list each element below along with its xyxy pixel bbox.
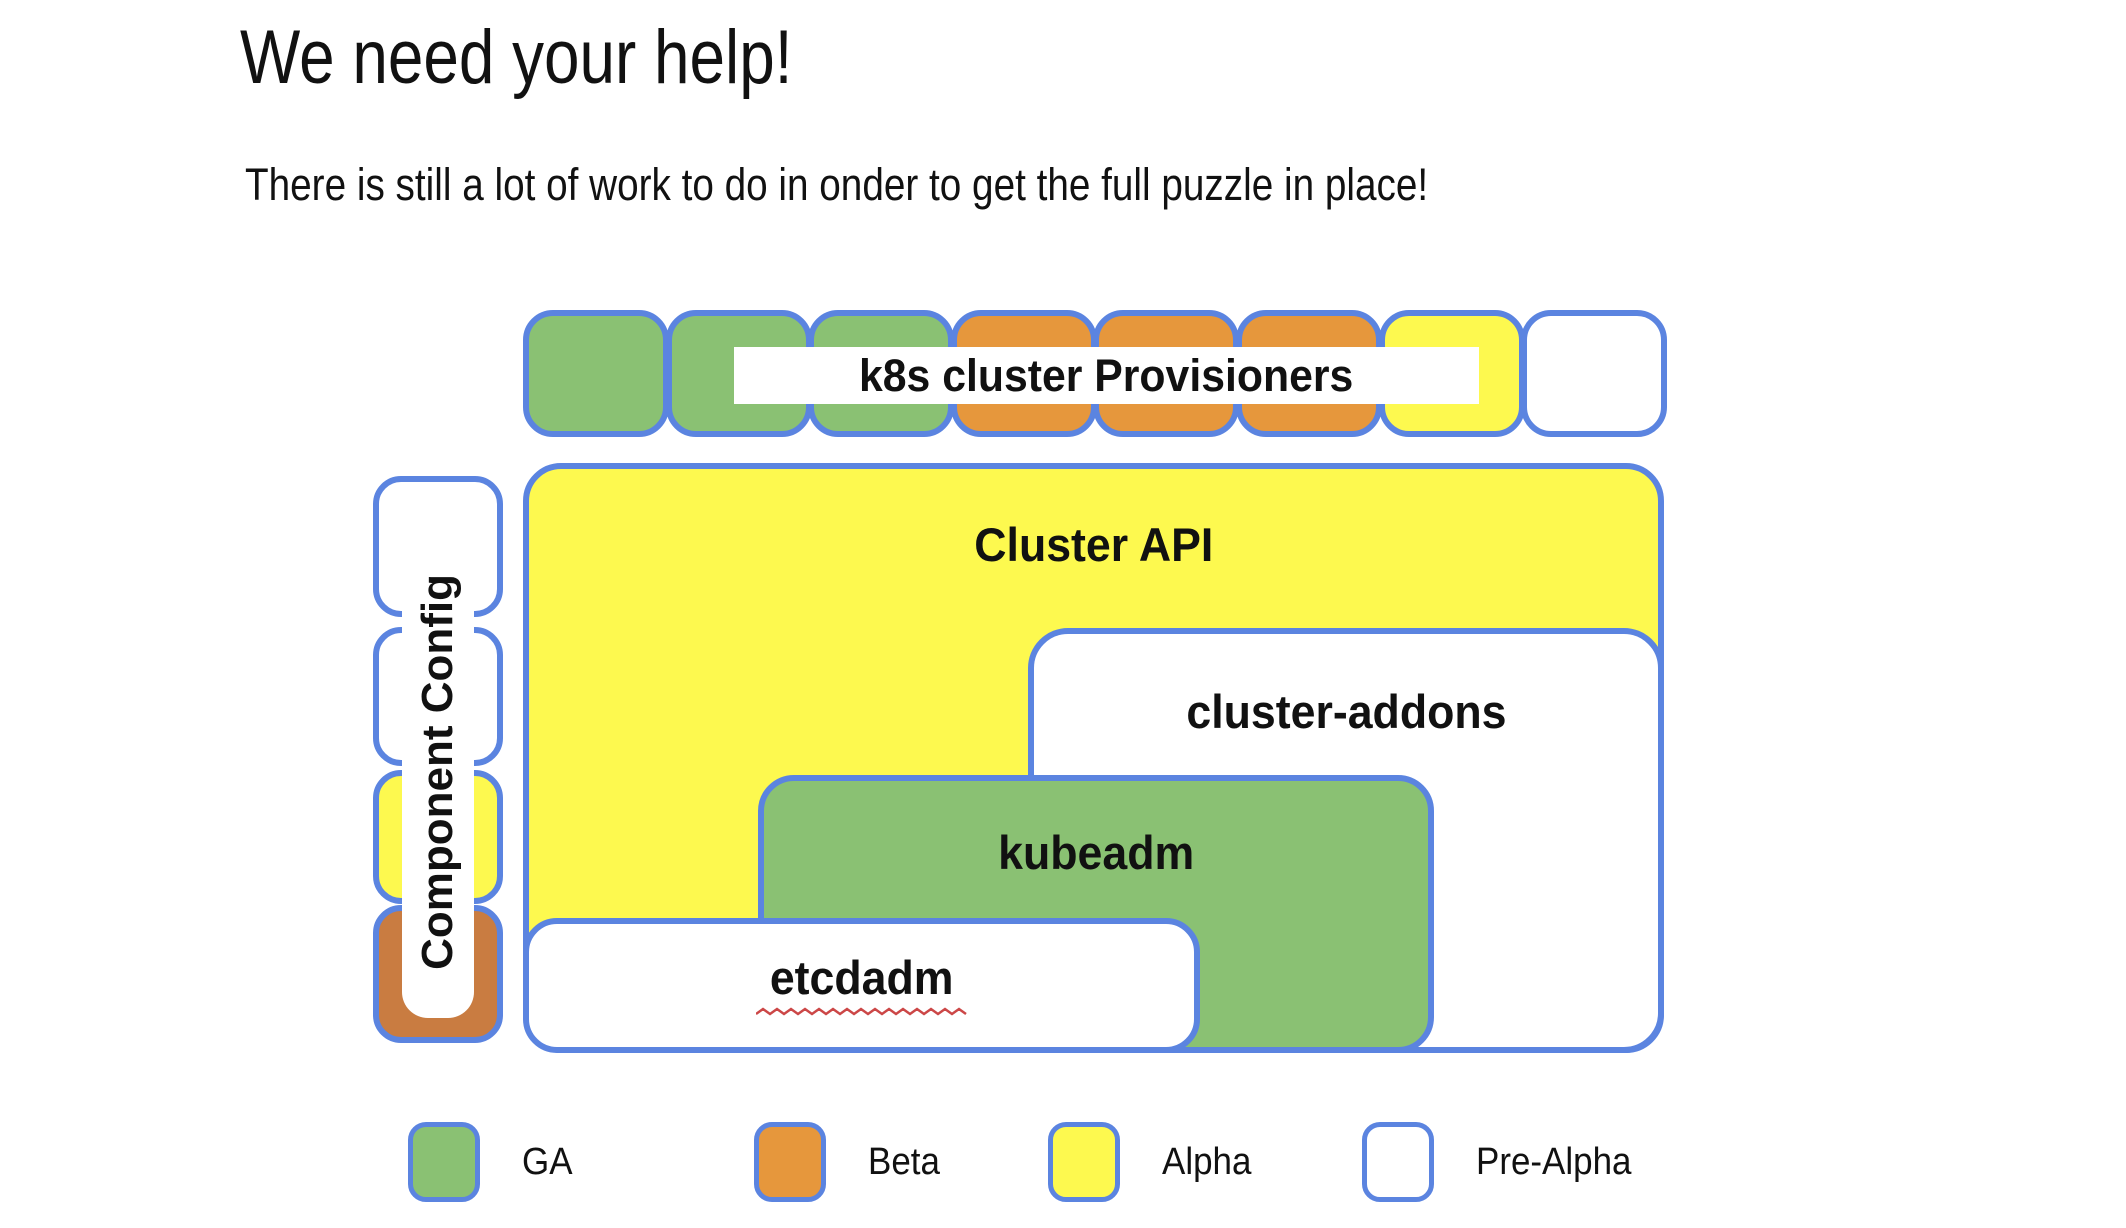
slide-title: We need your help! xyxy=(240,15,793,100)
legend-item-pre_alpha: Pre-Alpha xyxy=(1362,1122,1645,1202)
component-config-label: Component Config xyxy=(402,526,474,1018)
legend-item-ga: GA xyxy=(408,1122,577,1202)
kubeadm-label: kubeadm xyxy=(997,826,1195,879)
slide-subtitle: There is still a lot of work to do in on… xyxy=(245,159,1429,210)
legend-label-ga: GA xyxy=(522,1140,573,1183)
legend-label-alpha: Alpha xyxy=(1162,1140,1252,1183)
legend-item-beta: Beta xyxy=(754,1122,946,1202)
provisioner-square-ga-1 xyxy=(523,310,669,437)
legend-item-alpha: Alpha xyxy=(1048,1122,1259,1202)
legend-swatch-ga xyxy=(408,1122,480,1202)
legend-label-beta: Beta xyxy=(868,1140,940,1183)
legend-swatch-beta xyxy=(754,1122,826,1202)
etcdadm-box: etcdadm xyxy=(523,918,1200,1053)
component-config-label-text: Component Config xyxy=(413,574,462,970)
legend-swatch-alpha xyxy=(1048,1122,1120,1202)
etcdadm-label: etcdadm xyxy=(769,951,954,1004)
cluster-addons-label: cluster-addons xyxy=(1185,685,1507,738)
provisioners-label: k8s cluster Provisioners xyxy=(734,347,1479,404)
legend-swatch-pre_alpha xyxy=(1362,1122,1434,1202)
cluster-api-label: Cluster API xyxy=(973,518,1214,571)
legend-label-pre_alpha: Pre-Alpha xyxy=(1476,1140,1632,1183)
provisioners-label-text: k8s cluster Provisioners xyxy=(859,350,1354,401)
spellcheck-squiggle-icon xyxy=(755,1007,967,1016)
provisioner-square-pre_alpha-8 xyxy=(1521,310,1667,437)
